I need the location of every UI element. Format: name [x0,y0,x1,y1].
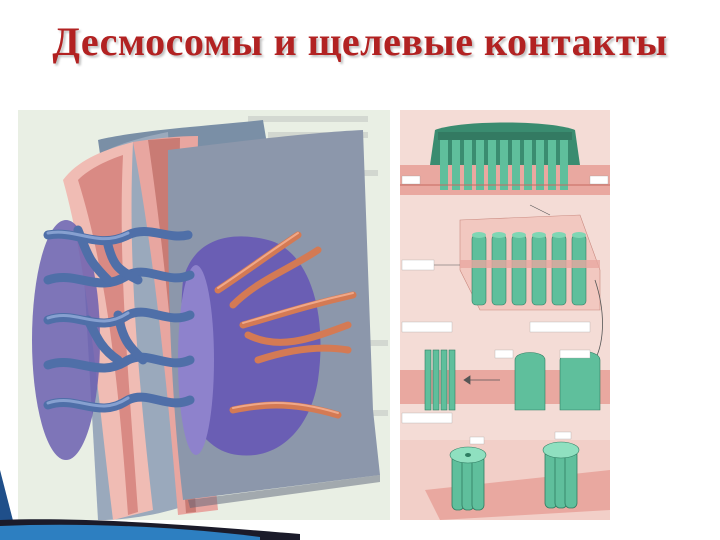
slide-title: Десмосомы и щелевые контакты [52,19,668,64]
gap-junction-diagram [400,110,610,520]
desmosome-drawing [32,116,388,520]
slide-accent-shape [0,470,300,540]
desmosome-illustration [18,110,390,520]
gap-junction-drawing [400,122,610,520]
